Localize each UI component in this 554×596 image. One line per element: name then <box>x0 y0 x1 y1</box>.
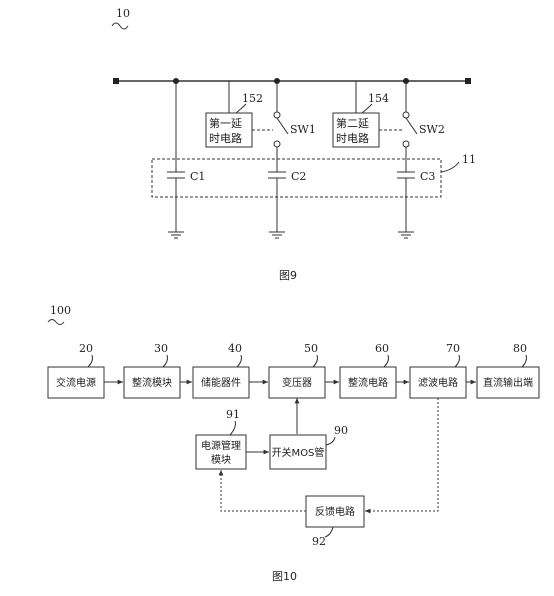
group-ref: 11 <box>462 153 476 166</box>
switch-sw1-label: SW1 <box>290 123 316 136</box>
delay1-ref: 152 <box>242 92 263 105</box>
feedback-path-92-91 <box>218 470 306 512</box>
ref-70: 70 <box>446 342 460 355</box>
ground-icon <box>269 231 285 239</box>
sw2-blade <box>405 117 418 135</box>
ref-20: 20 <box>79 342 93 355</box>
delay1-line2: 时电路 <box>209 132 242 145</box>
delay2-ref-leader <box>361 103 373 114</box>
block-ac-source-label: 交流电源 <box>56 376 96 389</box>
block-dc-output <box>476 366 540 399</box>
ref-92-leader <box>324 526 334 538</box>
ref-20-leader <box>87 354 93 368</box>
fig10-ref-label: 100 <box>50 304 71 317</box>
delay1-line1: 第一延 <box>209 116 242 130</box>
block-energy-storage-label: 储能器件 <box>201 376 241 389</box>
ref-90-leader <box>325 436 336 446</box>
delay1-box <box>205 112 253 148</box>
ref-80: 80 <box>513 342 527 355</box>
delay2-line2: 时电路 <box>336 132 369 145</box>
delay2-line1: 第二延 <box>336 116 369 130</box>
block-filter-circuit <box>409 366 467 399</box>
figure-9: 10 C1 SW1 <box>111 7 476 282</box>
ref-30-leader <box>162 354 168 368</box>
ref-90: 90 <box>334 424 348 437</box>
delay2-box <box>332 112 380 148</box>
block-energy-storage <box>192 366 250 399</box>
ref-40: 40 <box>228 342 242 355</box>
cap-c2-label: C2 <box>291 170 306 183</box>
ground-icon <box>398 231 414 239</box>
block-rectifier-circuit <box>339 366 397 399</box>
feedback-label: 反馈电路 <box>315 505 355 518</box>
ref-50: 50 <box>304 342 318 355</box>
ref-91: 91 <box>226 408 240 421</box>
delay2-ref: 154 <box>368 92 389 105</box>
block-ac-source <box>47 366 105 399</box>
sw1-contact-bottom <box>273 140 281 148</box>
ref-91-leader <box>229 420 236 436</box>
bus-terminal-left <box>113 78 119 84</box>
sw1-contact-top <box>273 111 281 119</box>
block-filter-circuit-label: 滤波电路 <box>418 376 458 389</box>
ref-60-leader <box>383 354 389 368</box>
mos-label: 开关MOS管 <box>272 446 325 459</box>
block-mos-switch <box>269 434 327 470</box>
figure-9-caption: 图9 <box>279 269 297 282</box>
ground-icon <box>168 231 184 239</box>
ref-70-leader <box>454 354 460 368</box>
ref-50-leader <box>312 354 318 368</box>
ref-60: 60 <box>375 342 389 355</box>
figure-10: 100 交流电源 整流模块 储能器件 变压器 整流电路 滤波电路 直流输出端 2… <box>47 304 540 583</box>
block-power-management <box>195 434 247 470</box>
capacitor-group-box <box>151 158 442 198</box>
ref-92: 92 <box>312 535 326 548</box>
figure-10-caption: 图10 <box>272 570 297 583</box>
ref-40-leader <box>236 354 242 368</box>
fig10-ref-squiggle <box>47 319 65 325</box>
fig9-ref-label: 10 <box>116 7 130 20</box>
block-dc-output-label: 直流输出端 <box>483 376 533 389</box>
ref-80-leader <box>521 354 527 368</box>
block-rectifier-circuit-label: 整流电路 <box>348 376 388 389</box>
ref-30: 30 <box>154 342 168 355</box>
cap-c3-label: C3 <box>420 170 435 183</box>
sw1-blade <box>276 117 289 135</box>
switch-sw2-label: SW2 <box>419 123 445 136</box>
bus-terminal-right <box>465 78 471 84</box>
power-mgmt-line1: 电源管理 <box>201 439 241 452</box>
fig9-ref-squiggle <box>111 22 129 30</box>
power-mgmt-line2: 模块 <box>211 454 231 466</box>
group-ref-leader <box>440 161 460 173</box>
block-transformer-label: 变压器 <box>282 376 312 389</box>
sw2-contact-bottom <box>402 140 410 148</box>
delay1-ref-leader <box>235 103 247 114</box>
block-rectifier-module-label: 整流模块 <box>132 376 172 389</box>
sw2-contact-top <box>402 111 410 119</box>
feedback-path-70-92 <box>365 398 439 514</box>
cap-c1-label: C1 <box>190 170 205 183</box>
